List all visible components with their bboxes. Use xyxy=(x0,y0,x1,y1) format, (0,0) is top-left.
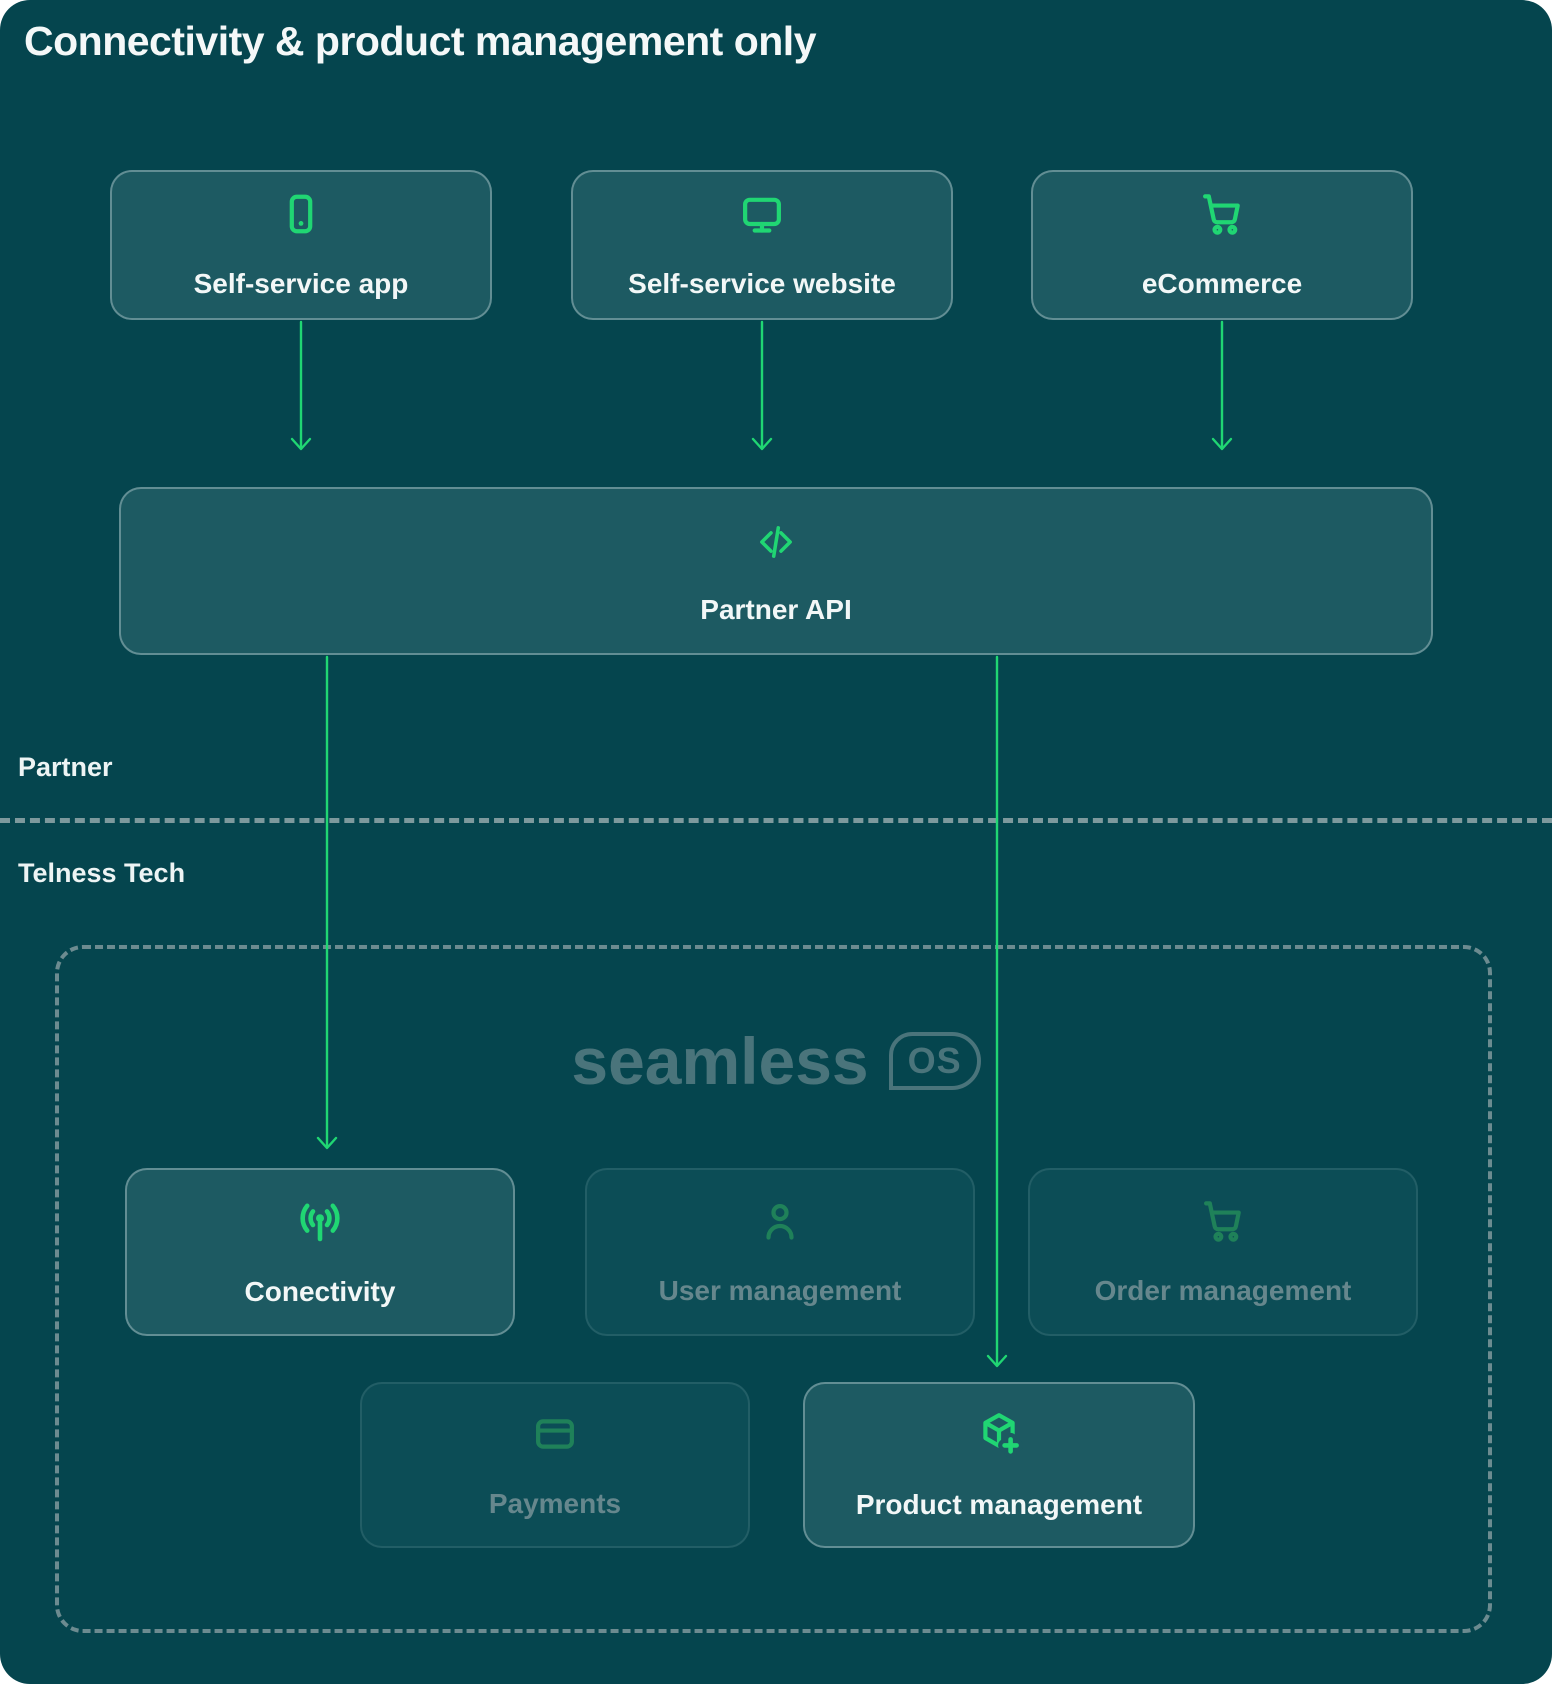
seamless-os-dashed-container xyxy=(55,945,1492,1633)
page-title: Connectivity & product management only xyxy=(24,18,817,64)
shopping-cart-icon xyxy=(1199,191,1245,242)
os-badge: OS xyxy=(888,1032,981,1090)
seamless-os-logo: seamless OS xyxy=(0,1028,1552,1094)
user-icon xyxy=(757,1198,803,1249)
arrow-app-to-api xyxy=(290,320,312,451)
module-product-management: Product management xyxy=(803,1382,1195,1548)
module-label: User management xyxy=(658,1274,902,1306)
node-label: eCommerce xyxy=(1141,267,1303,299)
node-label: Partner API xyxy=(700,593,852,625)
module-label: Payments xyxy=(488,1487,622,1519)
monitor-icon xyxy=(739,191,785,242)
os-badge-text: OS xyxy=(907,1040,962,1081)
module-user-management: User management xyxy=(585,1168,975,1336)
node-ecommerce: eCommerce xyxy=(1031,170,1413,320)
module-label: Conectivity xyxy=(244,1275,396,1307)
arrow-website-to-api xyxy=(751,320,773,451)
zone-label-telness-tech: Telness Tech xyxy=(18,858,186,888)
node-label: Self-service website xyxy=(628,267,896,299)
node-label: Self-service app xyxy=(193,267,409,299)
credit-card-icon xyxy=(532,1411,578,1462)
module-label: Product management xyxy=(855,1488,1143,1520)
code-icon xyxy=(751,517,801,572)
arrow-ecommerce-to-api xyxy=(1211,320,1233,451)
node-partner-api: Partner API xyxy=(119,487,1433,655)
node-self-service-website: Self-service website xyxy=(571,170,953,320)
arrow-api-to-conectivity xyxy=(316,655,338,1150)
module-payments: Payments xyxy=(360,1382,750,1548)
arrow-api-to-product-management xyxy=(986,655,1008,1368)
zone-separator-dashed-line xyxy=(0,818,1552,823)
package-plus-icon xyxy=(975,1410,1024,1463)
seamless-wordmark: seamless xyxy=(571,1024,869,1098)
smartphone-icon xyxy=(278,191,324,242)
node-self-service-app: Self-service app xyxy=(110,170,492,320)
module-label: Order management xyxy=(1094,1274,1352,1306)
zone-label-partner: Partner xyxy=(18,752,113,782)
antenna-icon xyxy=(296,1197,344,1250)
shopping-cart-icon xyxy=(1200,1198,1246,1249)
module-conectivity: Conectivity xyxy=(125,1168,515,1336)
module-order-management: Order management xyxy=(1028,1168,1418,1336)
